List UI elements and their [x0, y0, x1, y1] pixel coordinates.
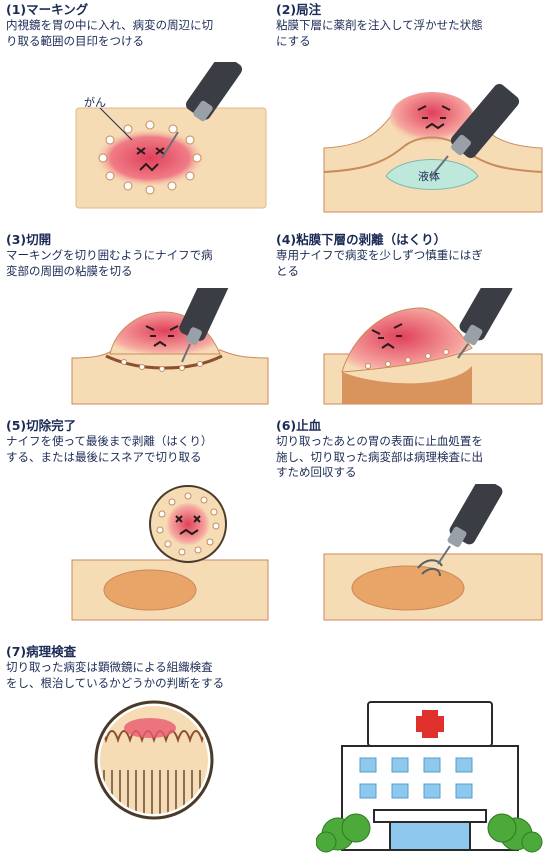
step-4-title: (4)粘膜下層の剥離（はくり） [276, 232, 542, 248]
marking-illustration: がん [70, 62, 270, 212]
step-1-text: 内視鏡を胃の中に入れ、病変の周辺に切 り取る範囲の目印をつける [6, 18, 272, 49]
step-7-title: (7)病理検査 [6, 644, 306, 660]
step-4-text: 専用ナイフで病変を少しずつ慎重にはぎ とる [276, 248, 542, 279]
cancer-label: がん [84, 95, 106, 109]
injection-illustration: 液体 [322, 62, 544, 217]
hemostasis-illustration [322, 484, 544, 624]
step-7-pathology: (7)病理検査 切り取った病変は顕微鏡による組織検査 をし、根治しているかどうか… [6, 644, 306, 691]
step-6-text: 切り取ったあとの胃の表面に止血処置を 施し、切り取った病変部は病理検査に出 すた… [276, 434, 542, 481]
resection-illustration [70, 484, 270, 624]
step-6-title: (6)止血 [276, 418, 542, 434]
step-7-text: 切り取った病変は顕微鏡による組織検査 をし、根治しているかどうかの判断をする [6, 660, 306, 691]
step-6-hemostasis: (6)止血 切り取ったあとの胃の表面に止血処置を 施し、切り取った病変部は病理検… [276, 418, 542, 481]
stomach-tissue [72, 350, 268, 404]
step-2-text: 粘膜下層に薬剤を注入して浮かせた状態 にする [276, 18, 542, 49]
step-1-marking: (1)マーキング 内視鏡を胃の中に入れ、病変の周辺に切 り取る範囲の目印をつける [6, 2, 272, 49]
hospital-icon [316, 694, 544, 854]
incision-illustration [70, 288, 270, 408]
step-4-dissection: (4)粘膜下層の剥離（はくり） 専用ナイフで病変を少しずつ慎重にはぎ とる [276, 232, 542, 279]
step-2-title: (2)局注 [276, 2, 542, 18]
step-2-injection: (2)局注 粘膜下層に薬剤を注入して浮かせた状態 にする [276, 2, 542, 49]
wound-site [104, 570, 196, 610]
step-3-text: マーキングを切り囲むようにナイフで病 変部の周囲の粘膜を切る [6, 248, 272, 279]
endoscope-icon [457, 288, 514, 358]
dissection-illustration [322, 288, 544, 408]
step-3-title: (3)切開 [6, 232, 272, 248]
entrance-door [390, 822, 470, 850]
step-5-text: ナイフを使って最後まで剥離（はくり） する、または最後にスネアで切り取る [6, 434, 272, 465]
step-5-title: (5)切除完了 [6, 418, 272, 434]
step-1-title: (1)マーキング [6, 2, 272, 18]
endoscope-icon [438, 484, 505, 564]
lesion [124, 718, 176, 738]
step-3-incision: (3)切開 マーキングを切り囲むようにナイフで病 変部の周囲の粘膜を切る [6, 232, 272, 279]
step-5-resection-complete: (5)切除完了 ナイフを使って最後まで剥離（はくり） する、または最後にスネアで… [6, 418, 272, 465]
wound-site [352, 566, 464, 610]
pathology-microscope-view [94, 700, 214, 820]
